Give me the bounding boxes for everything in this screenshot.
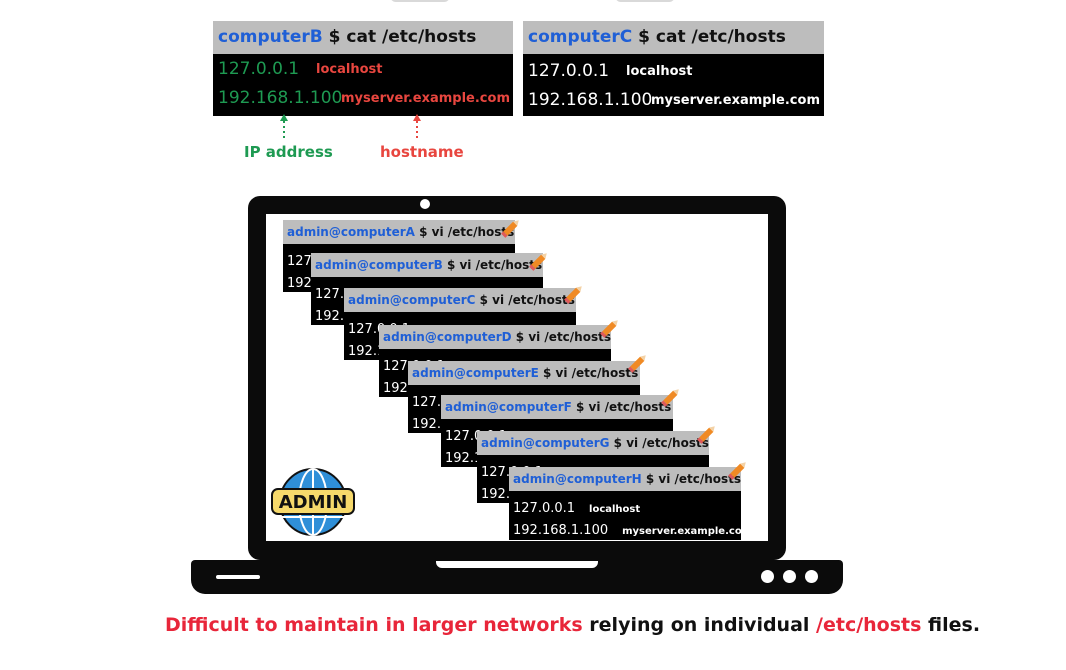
caption-highlight: Difficult to maintain in larger networks: [165, 614, 583, 636]
terminal-title-bar: admin@computerG $ vi /etc/hosts: [477, 431, 709, 455]
pencil-icon: [501, 220, 519, 238]
command: $ cat /etc/hosts: [632, 27, 786, 47]
pencil-icon: [529, 253, 547, 271]
ip-value: 192.168.1.100: [528, 90, 653, 110]
host-name: admin@computerH: [513, 472, 642, 486]
terminal-title-bar: admin@computerD $ vi /etc/hosts: [379, 325, 611, 349]
hosts-line: 192.168.1.100 myserver.example.com: [528, 90, 820, 110]
host-name: admin@computerD: [383, 330, 512, 344]
indicator-light: [805, 570, 818, 583]
hostname-value: localhost: [589, 504, 641, 515]
terminal-title-bar: admin@computerE $ vi /etc/hosts: [408, 361, 640, 385]
hostname-value: localhost: [316, 62, 383, 77]
command: $ vi /etc/hosts: [511, 330, 611, 344]
camera-icon: [420, 199, 430, 209]
caption-text: relying on individual: [582, 614, 817, 636]
hostname-arrowhead: [413, 114, 421, 121]
terminal-title-bar: admin@computerF $ vi /etc/hosts: [441, 395, 673, 419]
ip-value: 192.168.1.100: [513, 523, 609, 538]
host-name: admin@computerB: [315, 258, 443, 272]
trackpad: [436, 561, 598, 568]
panel-title-bar: computerB $ cat /etc/hosts: [213, 21, 513, 54]
host-name: admin@computerA: [287, 225, 415, 239]
annotation-arrows: [280, 114, 421, 138]
admin-globe-icon: [271, 468, 355, 536]
command: $ vi /etc/hosts: [609, 436, 709, 450]
pencil-icon: [697, 426, 715, 444]
hosts-line: 192.168.1.100 myserver.example.com: [513, 519, 741, 538]
hosts-line: 127.0.0.1 localhost: [218, 59, 382, 79]
hosts-panel-computerB: computerB $ cat /etc/hosts 127.0.0.1 loc…: [213, 21, 513, 116]
pencil-icon: [661, 389, 679, 407]
hosts-line: 127.0.0.1 localhost: [513, 497, 640, 516]
hosts-line: 127.0.0.1 localhost: [528, 61, 692, 81]
command: $ vi /etc/hosts: [538, 366, 639, 380]
port-slot: [216, 575, 260, 579]
terminal-title-bar: admin@computerC $ vi /etc/hosts: [344, 288, 576, 312]
indicator-light: [783, 570, 796, 583]
hostname-value: localhost: [626, 64, 693, 79]
host-name: admin@computerF: [445, 400, 572, 414]
caption-file-path: /etc/hosts: [816, 614, 922, 636]
caption-text-end: files.: [921, 614, 981, 636]
hostname-value: myserver.example.com: [622, 526, 741, 537]
command: $ vi /etc/hosts: [641, 472, 741, 486]
command: $ vi /etc/hosts: [414, 225, 515, 239]
terminal-title-bar: admin@computerB $ vi /etc/hosts: [311, 253, 543, 277]
ip-address-label: IP address: [244, 143, 333, 161]
terminal-computerH: admin@computerH $ vi /etc/hosts 127.0.0.…: [509, 467, 741, 540]
pencil-icon: [564, 286, 582, 304]
host-name: computerB: [218, 27, 323, 47]
admin-badge-label: ADMIN: [278, 492, 348, 513]
cropped-device-left: [390, 0, 450, 2]
hosts-panel-computerC: computerC $ cat /etc/hosts 127.0.0.1 loc…: [523, 21, 824, 116]
ip-value: 127.0.0.1: [513, 501, 576, 516]
pencil-icon: [628, 355, 646, 373]
hostname-value: myserver.example.com: [651, 93, 820, 108]
ip-arrowhead: [280, 114, 288, 121]
pencil-icon: [600, 320, 618, 338]
host-name: admin@computerC: [348, 293, 476, 307]
host-name: computerC: [528, 27, 633, 47]
ip-value: 127.0.0.1: [528, 61, 610, 81]
hosts-line: 192.168.1.100 myserver.example.com: [218, 88, 510, 108]
host-name: admin@computerE: [412, 366, 539, 380]
command: $ vi /etc/hosts: [475, 293, 575, 307]
terminal-title-bar: admin@computerA $ vi /etc/hosts: [283, 220, 515, 244]
panel-title-bar: computerC $ cat /etc/hosts: [523, 21, 824, 54]
host-name: admin@computerG: [481, 436, 610, 450]
caption: Difficult to maintain in larger networks…: [165, 614, 980, 636]
hostname-label: hostname: [380, 143, 464, 161]
hostname-value: myserver.example.com: [341, 91, 510, 106]
command: $ vi /etc/hosts: [442, 258, 543, 272]
ip-value: 127.0.0.1: [218, 59, 300, 79]
cropped-device-right: [615, 0, 675, 2]
terminal-title-bar: admin@computerH $ vi /etc/hosts: [509, 467, 741, 491]
command: $ vi /etc/hosts: [571, 400, 672, 414]
ip-value: 192.168.1.100: [218, 88, 343, 108]
indicator-light: [761, 570, 774, 583]
pencil-icon: [728, 462, 746, 480]
command: $ cat /etc/hosts: [322, 27, 477, 47]
